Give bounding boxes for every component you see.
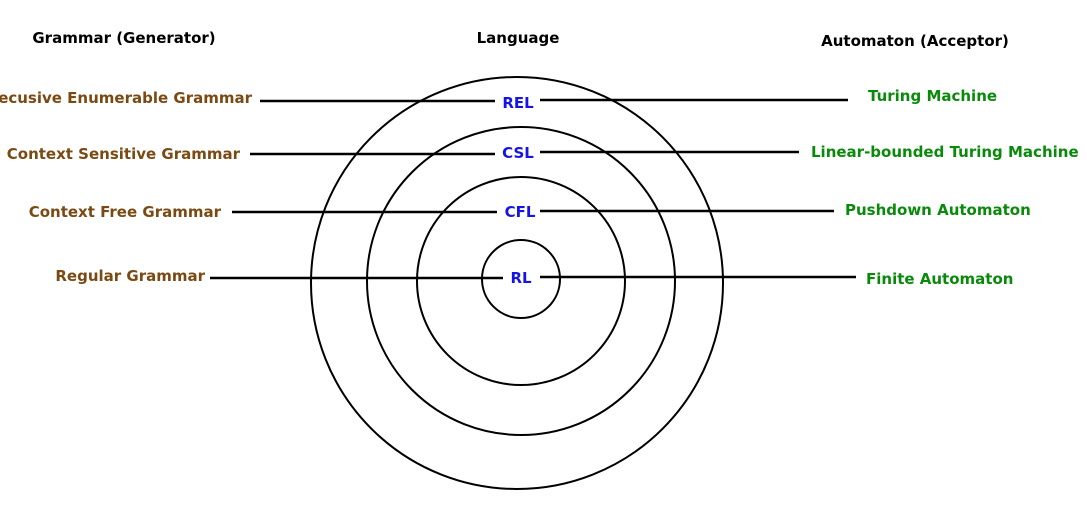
grammar-label-rel: Recusive Enumerable Grammar (0, 89, 253, 107)
language-label-csl: CSL (502, 144, 534, 162)
automaton-label-csl: Linear-bounded Turing Machine (811, 143, 1079, 161)
language-label-cfl: CFL (505, 203, 536, 221)
ring-csl (366, 126, 676, 436)
automaton-label-rl: Finite Automaton (866, 270, 1013, 288)
automaton-label-rel: Turing Machine (868, 87, 997, 105)
automaton-column-title: Automaton (Acceptor) (821, 32, 1009, 50)
language-label-rl: RL (510, 269, 532, 287)
ring-rel (310, 76, 724, 490)
grammar-label-rl: Regular Grammar (55, 267, 205, 285)
language-column-title: Language (477, 29, 560, 47)
automaton-label-cfl: Pushdown Automaton (845, 201, 1031, 219)
grammar-column-title: Grammar (Generator) (32, 29, 215, 47)
grammar-label-cfl: Context Free Grammar (29, 203, 222, 221)
ring-cfl (416, 176, 626, 386)
language-label-rel: REL (502, 94, 534, 112)
grammar-label-csl: Context Sensitive Grammar (7, 145, 241, 163)
